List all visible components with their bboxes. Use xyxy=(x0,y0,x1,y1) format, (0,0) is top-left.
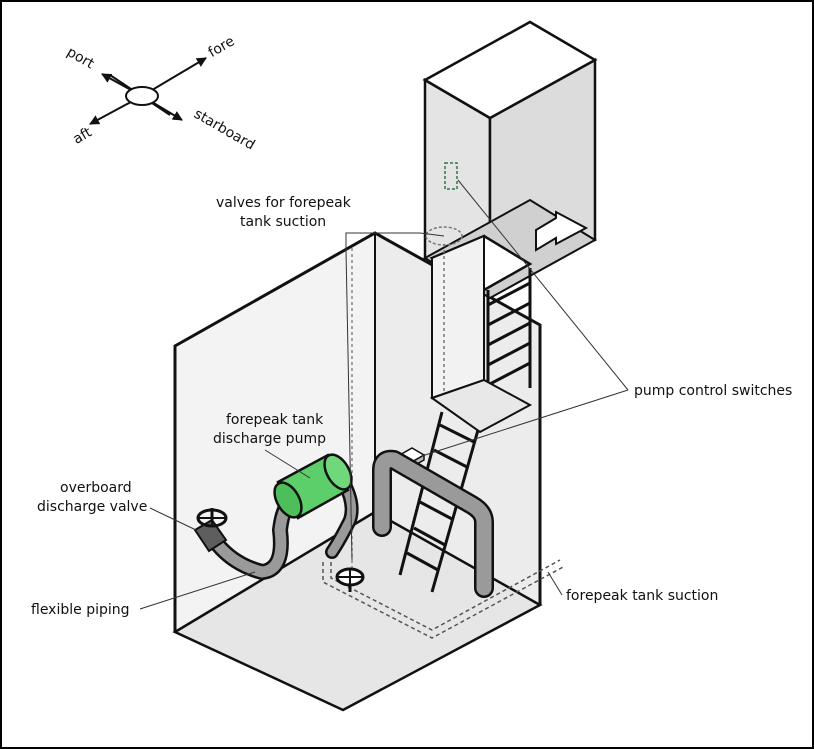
flexible-piping-label: flexible piping xyxy=(31,602,130,618)
pump-label-line1: forepeak tank xyxy=(226,412,324,428)
pump-control-switches-label: pump control switches xyxy=(634,383,792,399)
valves-label-line2: tank suction xyxy=(240,214,326,230)
pump-end-cap xyxy=(273,481,303,519)
compass-aft-label: aft xyxy=(70,124,95,147)
suction-valve xyxy=(335,567,365,592)
forepeak-tank-suction-label: forepeak tank suction xyxy=(566,588,718,604)
overboard-discharge-valve xyxy=(193,508,228,553)
compartment xyxy=(172,231,543,712)
compass: port fore aft starboard xyxy=(64,33,258,153)
pump-label-line2: discharge pump xyxy=(213,431,326,447)
left-wall xyxy=(175,233,375,632)
overboard-label-line2: discharge valve xyxy=(37,499,147,515)
upper-control-switch-icon xyxy=(444,162,458,190)
overboard-label-line1: overboard xyxy=(60,480,132,496)
discharge-pump xyxy=(273,453,353,520)
hatch-back-face xyxy=(422,20,598,120)
compass-starboard-label: starboard xyxy=(191,106,257,154)
suction-pipe xyxy=(372,449,494,598)
leader-lines xyxy=(139,179,629,610)
valves-label-line1: valves for forepeak xyxy=(216,195,352,211)
compass-center-ellipse xyxy=(125,86,159,106)
compass-port-label: port xyxy=(64,44,97,72)
exit-arrow-icon xyxy=(535,210,589,252)
compass-fore-label: fore xyxy=(206,33,238,61)
mid-landing xyxy=(429,378,533,434)
